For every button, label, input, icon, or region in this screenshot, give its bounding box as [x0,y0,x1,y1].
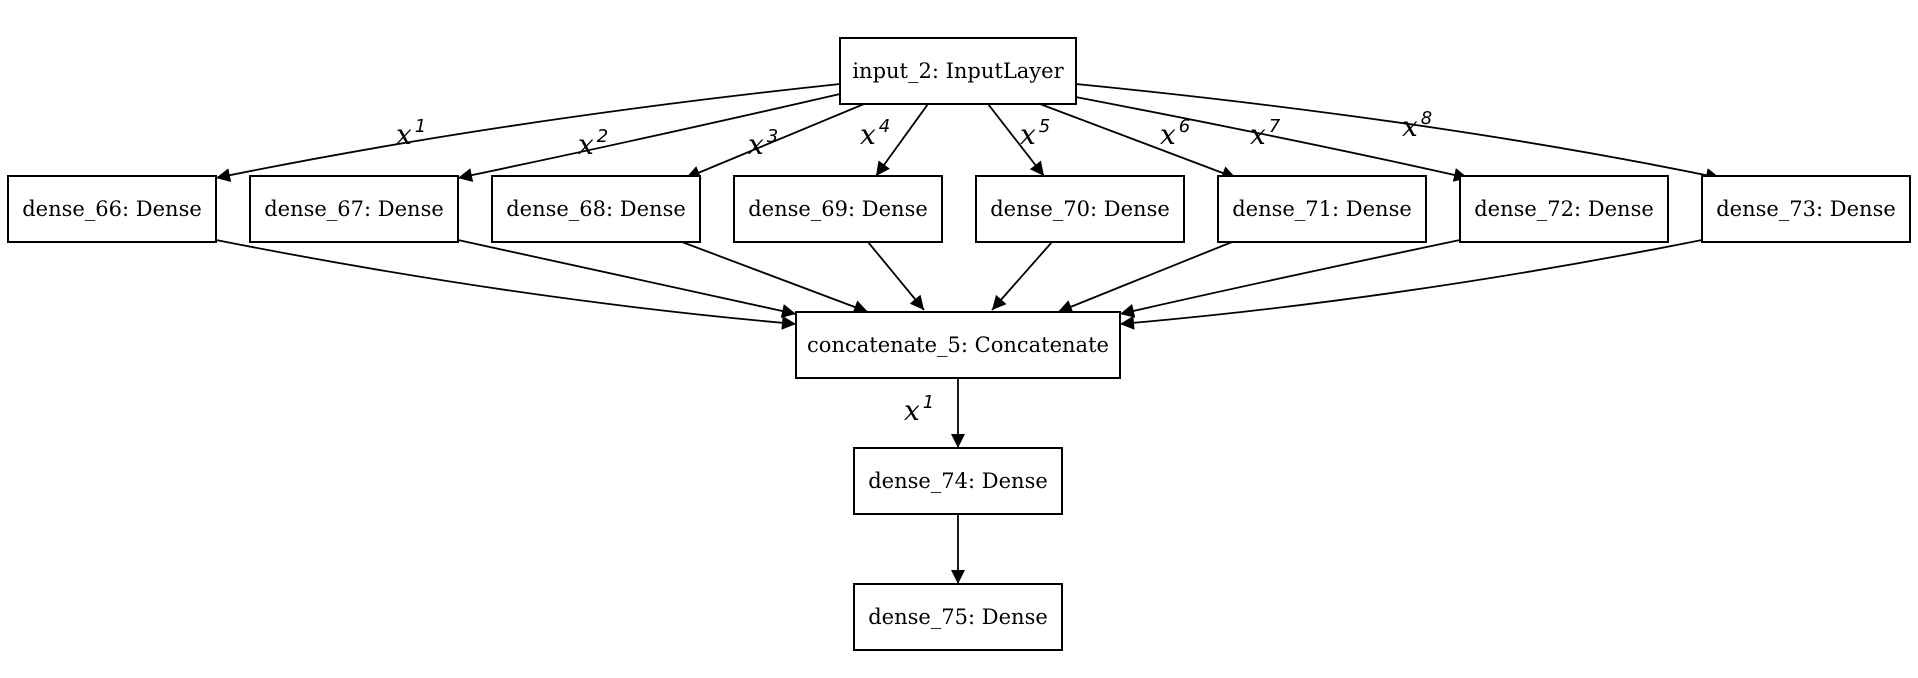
node-box [853,583,1063,651]
node-box [853,447,1063,515]
node-concatenate_5: concatenate_5: Concatenate [795,311,1121,379]
edge-label-superscript: 3 [767,126,778,147]
node-label: dense_67: Dense [264,197,444,221]
node-box [7,175,217,243]
edge-label-superscript: 2 [597,126,608,147]
edge-label-superscript: 4 [879,116,890,137]
edge-label-base: x [1020,118,1036,151]
node-dense_68: dense_68: Dense [491,175,701,243]
node-label: dense_68: Dense [506,197,686,221]
edge-dense_72-to-concatenate_5 [1119,239,1461,318]
edge-label-superscript: 8 [1421,108,1432,129]
edge-dense_73-to-concatenate_5 [1119,239,1703,330]
node-label: concatenate_5: Concatenate [807,333,1109,357]
node-label: dense_74: Dense [868,469,1048,493]
node-box [1459,175,1669,243]
edge-label-base: x [396,118,412,151]
edge-label-superscript: 5 [1039,116,1050,137]
edge-dense_70-to-concatenate_5 [991,241,1053,311]
edge-label-base: x [1160,118,1176,151]
edge-label-base: x [904,394,920,427]
node-label: dense_72: Dense [1474,197,1654,221]
edge-input_2-to-dense_67 [457,93,841,182]
edge-label-base: x [1402,110,1418,143]
edge-dense_67-to-concatenate_5 [457,239,797,318]
node-dense_74: dense_74: Dense [853,447,1063,515]
node-box [1701,175,1911,243]
node-label: dense_70: Dense [990,197,1170,221]
edge-label-base: x [578,128,594,161]
node-label: dense_75: Dense [868,605,1048,629]
edge-input_2-to-dense_73 [1075,83,1721,183]
node-dense_66: dense_66: Dense [7,175,217,243]
node-label: dense_71: Dense [1232,197,1412,221]
edge-input_2-to-dense_68 [685,103,865,180]
node-label: dense_69: Dense [748,197,928,221]
edge-label-base: x [748,128,764,161]
node-dense_71: dense_71: Dense [1217,175,1427,243]
node-label: dense_66: Dense [22,197,202,221]
edge-input_2-to-dense_66 [215,83,841,183]
node-dense_70: dense_70: Dense [975,175,1185,243]
node-box [249,175,459,243]
edge-dense_68-to-concatenate_5 [681,241,869,314]
node-dense_72: dense_72: Dense [1459,175,1669,243]
node-dense_69: dense_69: Dense [733,175,943,243]
edge-input_2-to-dense_71 [1039,103,1237,180]
edge-dense_66-to-concatenate_5 [215,239,797,330]
edge-label-superscript: 1 [923,392,934,413]
edge-label-superscript: 1 [415,116,426,137]
node-dense_75: dense_75: Dense [853,583,1063,651]
edge-input_2-to-dense_69 [875,103,929,177]
edge-dense_71-to-concatenate_5 [1057,241,1233,314]
edge-input_2-to-dense_72 [1059,93,1469,182]
node-box [1217,175,1427,243]
node-box [795,311,1121,379]
node-dense_67: dense_67: Dense [249,175,459,243]
node-box [839,37,1077,105]
node-dense_73: dense_73: Dense [1701,175,1911,243]
node-box [975,175,1185,243]
edge-dense_69-to-concatenate_5 [867,241,925,311]
edge-label-superscript: 6 [1179,116,1190,137]
node-box [733,175,943,243]
node-label: dense_73: Dense [1716,197,1896,221]
edge-label-base: x [860,118,876,151]
edge-input_2-to-dense_70 [987,103,1045,177]
edge-label-superscript: 7 [1269,116,1281,137]
node-input_2: input_2: InputLayer [839,37,1077,105]
edge-label-base: x [1250,118,1266,151]
node-label: input_2: InputLayer [852,59,1064,83]
node-box [491,175,701,243]
